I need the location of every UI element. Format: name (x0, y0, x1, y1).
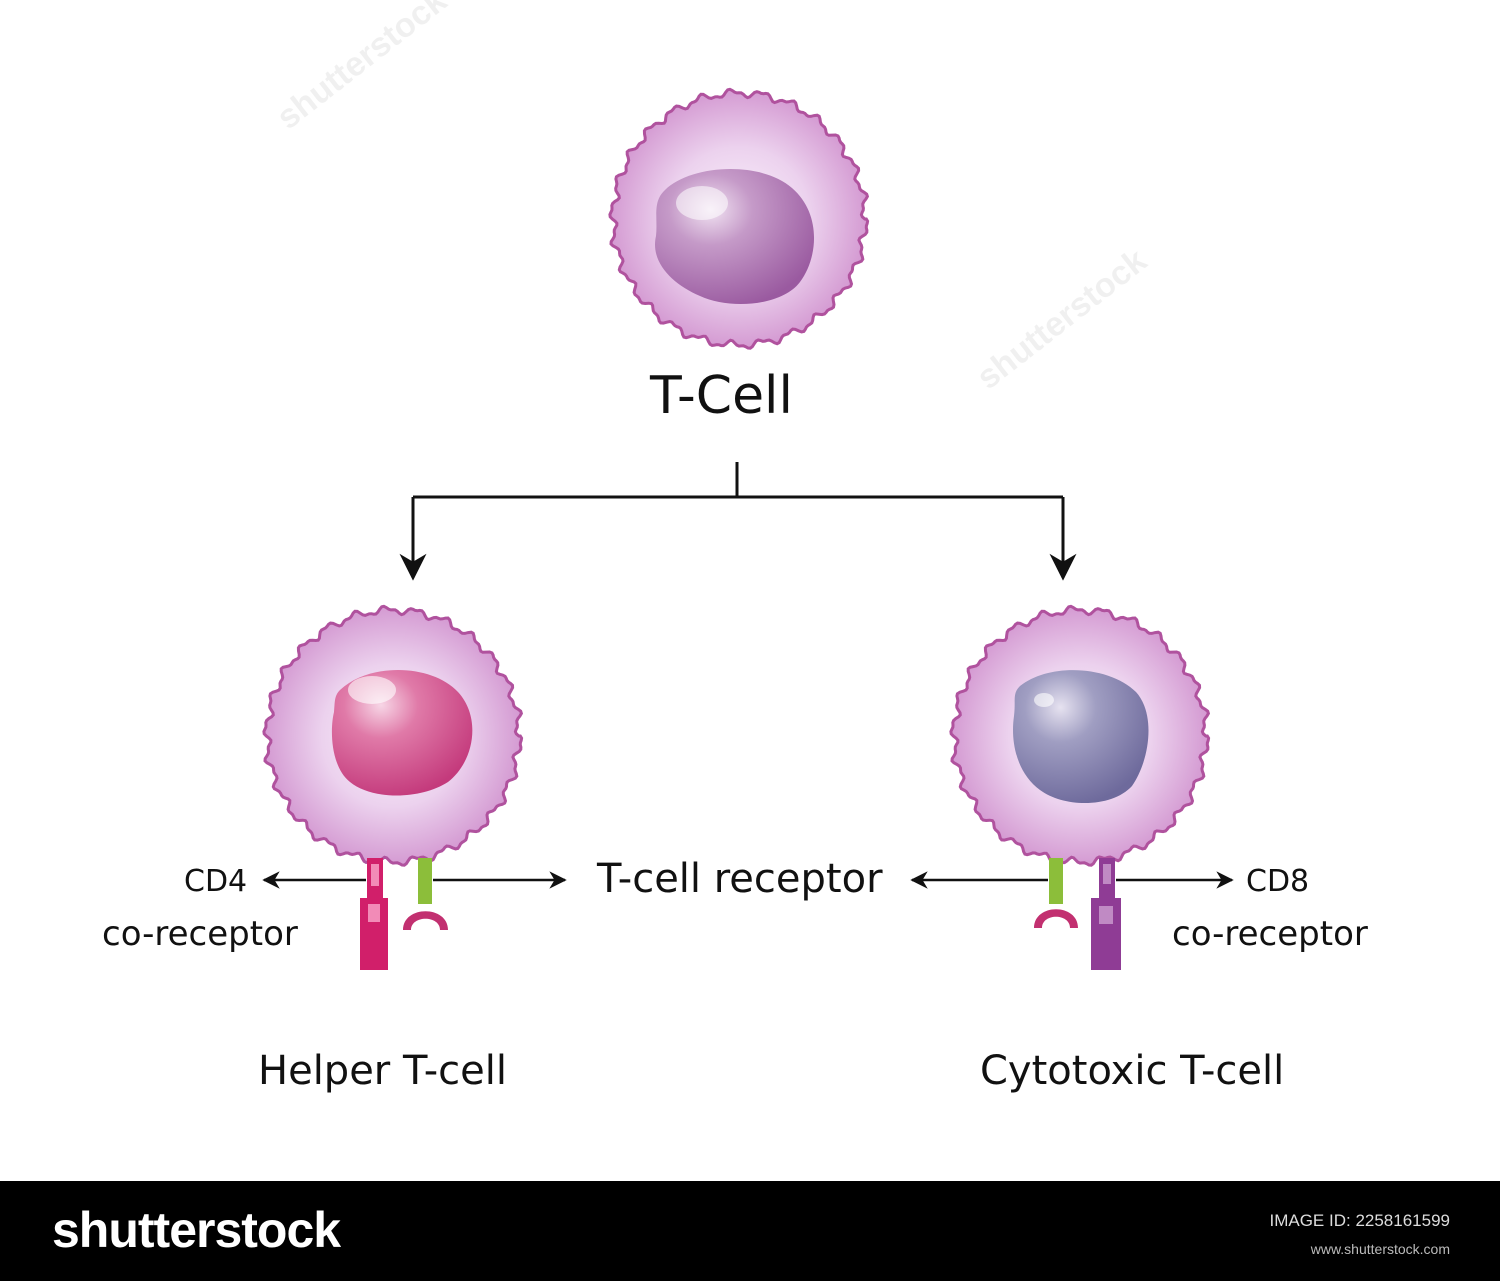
t-cell-receptor-label: T-cell receptor (597, 856, 883, 902)
t-cell-label: T-Cell (650, 366, 793, 426)
cd4-label: CD4 (184, 864, 248, 899)
cd8-co-receptor (1091, 858, 1121, 970)
t-cell-nucleus-highlight (676, 186, 728, 220)
cytotoxic-t-cell-label: Cytotoxic T-cell (980, 1048, 1285, 1094)
t-cell-diagram (262, 87, 1234, 970)
branch-connector (399, 462, 1077, 581)
helper-t-cell-label: Helper T-cell (258, 1048, 507, 1094)
cd8-label: CD8 (1246, 864, 1310, 899)
cd4-co-receptor-label: co-receptor (102, 914, 298, 954)
cytotoxic-t-cell (949, 604, 1211, 867)
helper-t-cell-receptor (403, 858, 448, 930)
cytotoxic-t-cell-nucleus-highlight (1034, 693, 1054, 707)
cd8-co-receptor-label: co-receptor (1172, 914, 1368, 954)
footer-bar: shutterstock IMAGE ID: 2258161599 www.sh… (0, 1181, 1500, 1281)
cytotoxic-t-cell-nucleus (1013, 670, 1149, 804)
cd4-co-receptor (360, 858, 388, 970)
site-url: www.shutterstock.com (1310, 1241, 1450, 1257)
t-cell (608, 87, 870, 350)
helper-t-cell-nucleus-highlight (348, 676, 396, 704)
t-cell-nucleus (655, 169, 815, 305)
diagram-canvas: shutterstock shutterstock T-Cell CD4 co-… (102, 0, 1368, 1094)
shutterstock-logo: shutterstock (52, 1202, 341, 1258)
helper-t-cell (262, 604, 524, 867)
image-id: IMAGE ID: 2258161599 (1269, 1211, 1450, 1230)
cytotoxic-t-cell-receptor (1034, 858, 1078, 928)
